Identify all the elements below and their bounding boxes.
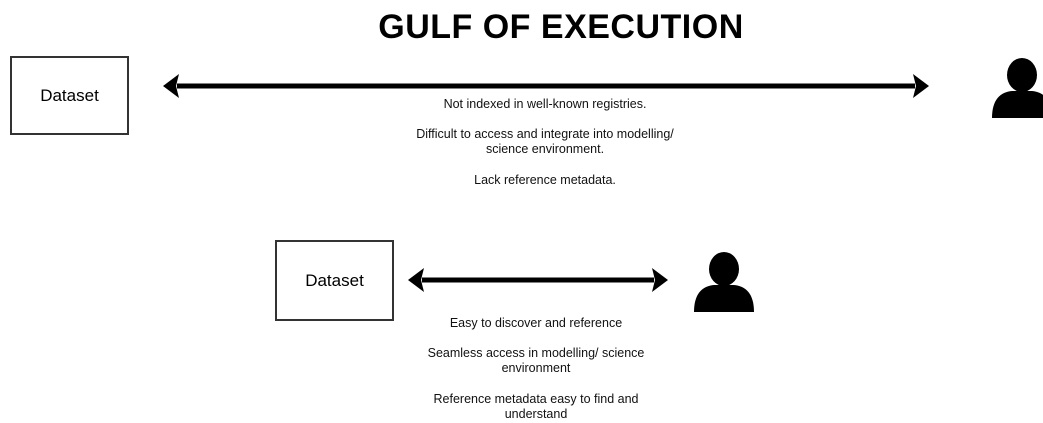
notes-top: Not indexed in well-known registries. Di… bbox=[395, 97, 695, 188]
double-arrow-bottom bbox=[408, 268, 668, 292]
dataset-label-bottom: Dataset bbox=[305, 270, 364, 290]
note-top-3: Lack reference metadata. bbox=[474, 173, 616, 187]
note-bottom-2: Seamless access in modelling/ science en… bbox=[427, 346, 645, 375]
note-bottom-3: Reference metadata easy to find and unde… bbox=[433, 392, 639, 421]
dataset-box-bottom: Dataset bbox=[275, 240, 394, 321]
user-icon bbox=[694, 252, 754, 312]
note-top-2: Difficult to access and integrate into m… bbox=[416, 127, 674, 156]
dataset-box-top: Dataset bbox=[10, 56, 129, 135]
diagram-title: GULF OF EXECUTION bbox=[378, 8, 744, 46]
dataset-label-top: Dataset bbox=[40, 85, 99, 105]
notes-bottom: Easy to discover and reference Seamless … bbox=[420, 316, 652, 422]
user-icon bbox=[992, 58, 1043, 118]
double-arrow-top bbox=[163, 74, 929, 98]
note-top-1: Not indexed in well-known registries. bbox=[443, 97, 647, 111]
note-bottom-1: Easy to discover and reference bbox=[449, 316, 623, 330]
